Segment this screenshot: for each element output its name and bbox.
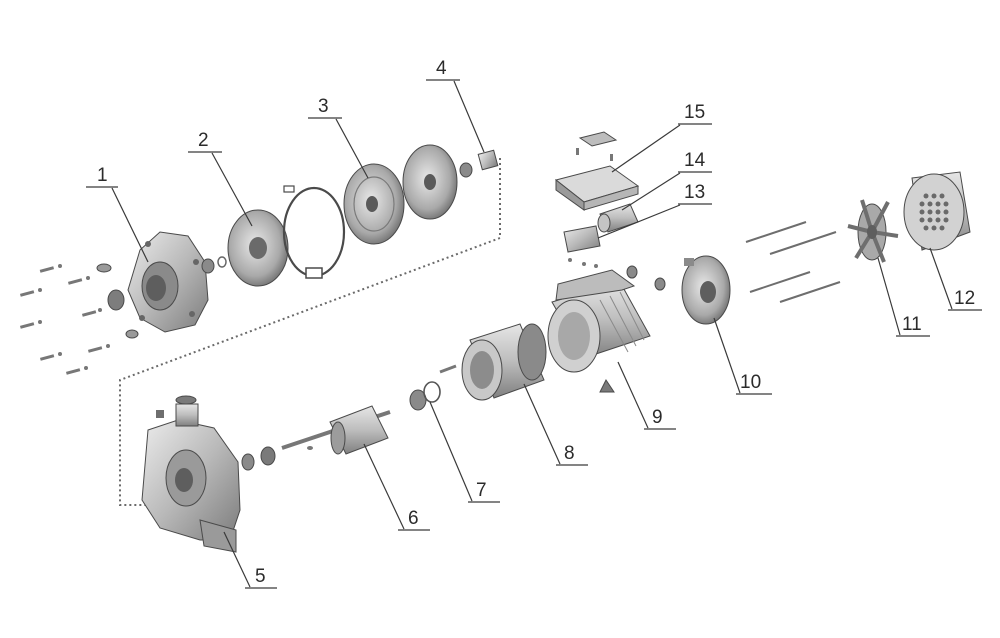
callout-8: 8	[564, 443, 575, 464]
callout-7: 7	[476, 480, 487, 501]
part-oring-seal	[282, 185, 346, 279]
callout-2: 2	[198, 130, 209, 151]
callout-15: 15	[684, 102, 705, 123]
callout-14: 14	[684, 150, 706, 171]
part-6-rotor-shaft	[281, 405, 391, 455]
part-9-motor-housing	[547, 269, 651, 393]
part-10-rear-cover	[626, 255, 731, 325]
part-12-fan-cover	[903, 171, 971, 251]
callout-6: 6	[408, 508, 419, 529]
assembly-path-dotted	[119, 158, 501, 506]
part-3-impeller-stage	[343, 144, 458, 245]
part-5-pump-casing	[141, 395, 276, 553]
leader-lines	[86, 79, 982, 589]
part-14-capacitor	[597, 203, 639, 233]
callout-3: 3	[318, 96, 329, 117]
part-7-bearing	[409, 364, 457, 411]
callout-13: 13	[684, 182, 705, 203]
part-15-junction-box-lid	[554, 131, 640, 211]
part-11-cooling-fan	[847, 199, 899, 263]
callout-5: 5	[255, 566, 266, 587]
part-8-stator	[461, 323, 547, 401]
callout-10: 10	[740, 372, 761, 393]
part-13-terminal-block	[563, 225, 601, 268]
callout-1: 1	[97, 165, 108, 186]
part-1-front-cover	[96, 231, 209, 339]
callout-9: 9	[652, 407, 663, 428]
part-1-screws	[19, 264, 110, 375]
callout-4: 4	[436, 58, 447, 79]
callout-11: 11	[902, 314, 922, 335]
part-2-diffuser	[201, 209, 289, 287]
callout-12: 12	[954, 288, 975, 309]
part-4-nut	[459, 149, 499, 178]
tie-rod-bolts	[745, 221, 841, 303]
